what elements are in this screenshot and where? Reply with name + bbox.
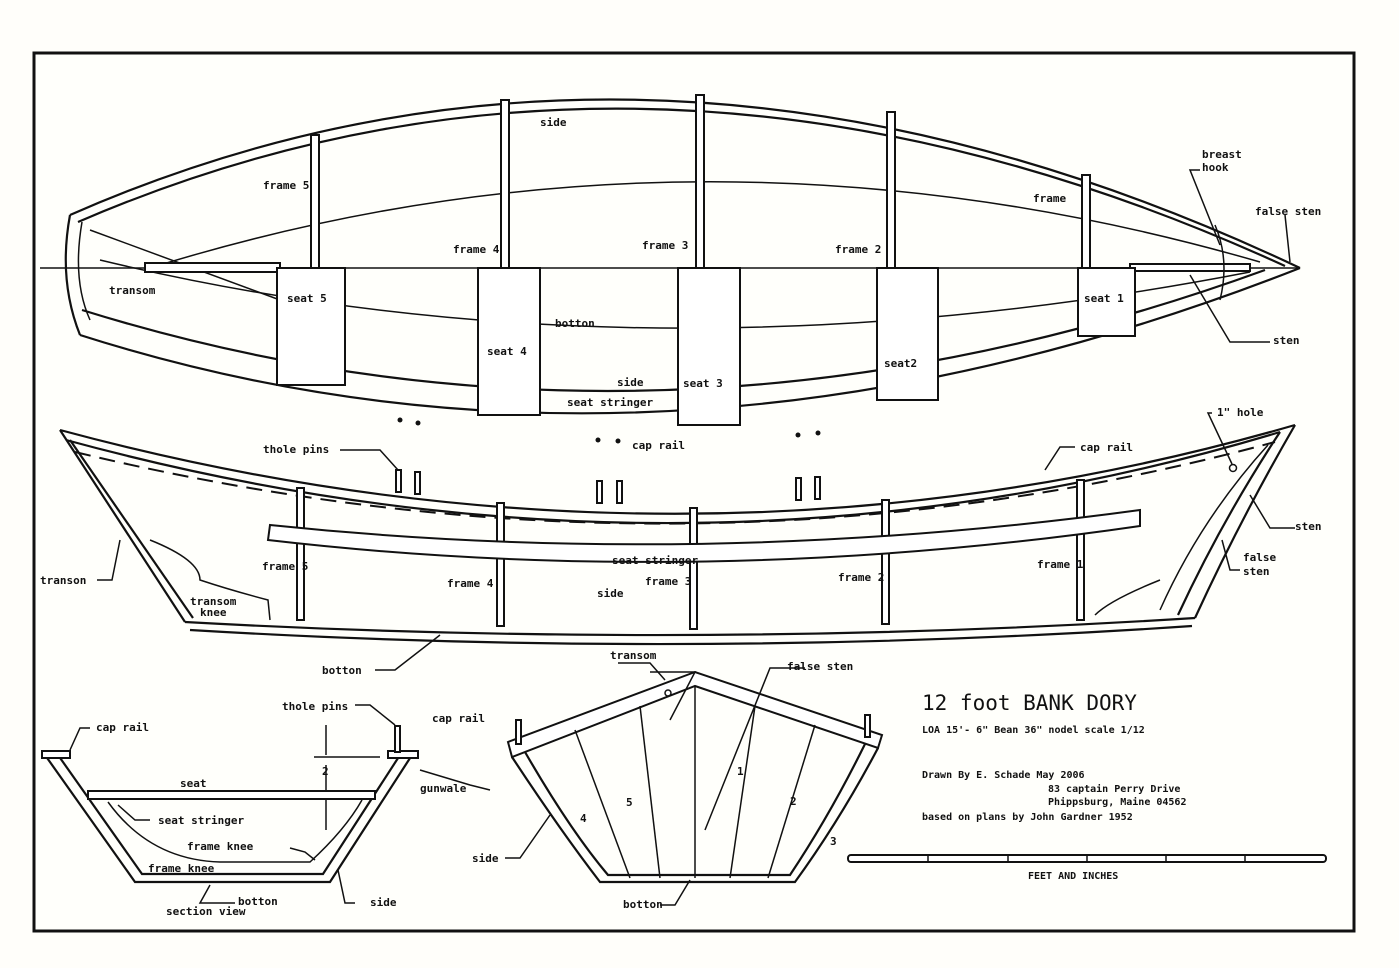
drawing-border [32,51,1356,933]
seat-stringer [266,508,1141,563]
address-line-1: 83 captain Perry Drive [1048,783,1180,795]
transom-view [505,662,884,906]
plan-view [40,94,1301,444]
label-frame-5: frame 5 [263,179,309,192]
label-hook: hook [1202,161,1229,174]
drawn-by: Drawn By E. Schade May 2006 [922,770,1085,781]
label-seat: seat [180,777,207,790]
label-hole: 1" hole [1217,406,1264,419]
label-plank-2: 2 [790,795,797,808]
label-pframe-5: frame 5 [262,560,308,573]
label-side-2: side [617,376,644,389]
label-transom: transom [109,284,156,297]
label-bottom-profile: botton [322,664,362,677]
label-plank-1: 1 [737,765,744,778]
profile-frames [296,479,1085,630]
label-seat-5: seat 5 [287,292,327,305]
label-plank-3: 3 [830,835,837,848]
profile-view [59,412,1296,671]
label-cap-rail-profile: cap rail [1080,441,1133,454]
label-seat-2: seat2 [884,357,917,370]
label-seat-1: seat 1 [1084,292,1124,305]
label-frame-3: frame 3 [642,239,688,252]
label-transom-profile: transon [40,574,86,587]
label-thole-pins: thole pins [263,443,329,456]
label-section-view: section view [166,905,246,918]
label-bottom-section: botton [238,895,278,908]
label-transom-knee: transom [190,595,237,608]
label-stem-2: sten [1243,565,1270,578]
label-seat-4: seat 4 [487,345,527,358]
label-frame-2: frame 2 [835,243,881,256]
label-stem: sten [1273,334,1300,347]
label-false-stem: false sten [1255,205,1321,218]
thole-pins [395,469,821,504]
label-bottom: botton [555,317,595,330]
label-side-transom: side [472,852,499,865]
label-false: false [1243,551,1276,564]
label-plank-4: 4 [580,812,587,825]
label-transom-view: transom [610,649,657,662]
label-seat-stringer-section: seat stringer [158,814,244,827]
label-cap-rail-section: cap rail [96,721,149,734]
label-side: side [540,116,567,129]
label-plank-5: 5 [626,796,633,809]
label-pframe-4: frame 4 [447,577,494,590]
label-seat-stringer-profile: seat stringer [612,554,698,567]
label-frame-knee-2: frame knee [148,862,215,875]
label-side-section: side [370,896,397,909]
label-seat-stringer-plan: seat stringer [567,396,653,409]
scale-label: FEET AND INCHES [1028,871,1118,882]
label-bottom-transom: botton [623,898,663,911]
drawing-title: 12 foot BANK DORY [922,691,1137,715]
seats [276,267,1136,426]
label-cap-rail-transom: cap rail [432,712,485,725]
address-line-2: Phippsburg, Maine 04562 [1048,796,1186,808]
label-dim-2: 2 [322,765,329,778]
label-knee: knee [200,606,227,619]
label-stem-profile: sten [1295,520,1322,533]
label-cap-rail-plan: cap rail [632,439,685,452]
label-frame-knee: frame knee [187,840,254,853]
label-side-profile: side [597,587,624,600]
label-frame-4: frame 4 [453,243,500,256]
scale-bar [847,854,1327,863]
label-breast: breast [1202,148,1242,161]
label-thole-pins-section: thole pins [282,700,348,713]
label-gunwale: gunwale [420,782,467,795]
label-pframe-3: frame 3 [645,575,691,588]
label-pframe-2: frame 2 [838,571,884,584]
based-on: based on plans by John Gardner 1952 [922,812,1133,823]
label-pframe-1: frame 1 [1037,558,1084,571]
drawing-specs: LOA 15'- 6" Bean 36" nodel scale 1/12 [922,725,1145,736]
label-false-stem-transom: false sten [787,660,853,673]
label-seat-3: seat 3 [683,377,723,390]
label-frame-1: frame [1033,192,1066,205]
section-view [41,704,491,904]
